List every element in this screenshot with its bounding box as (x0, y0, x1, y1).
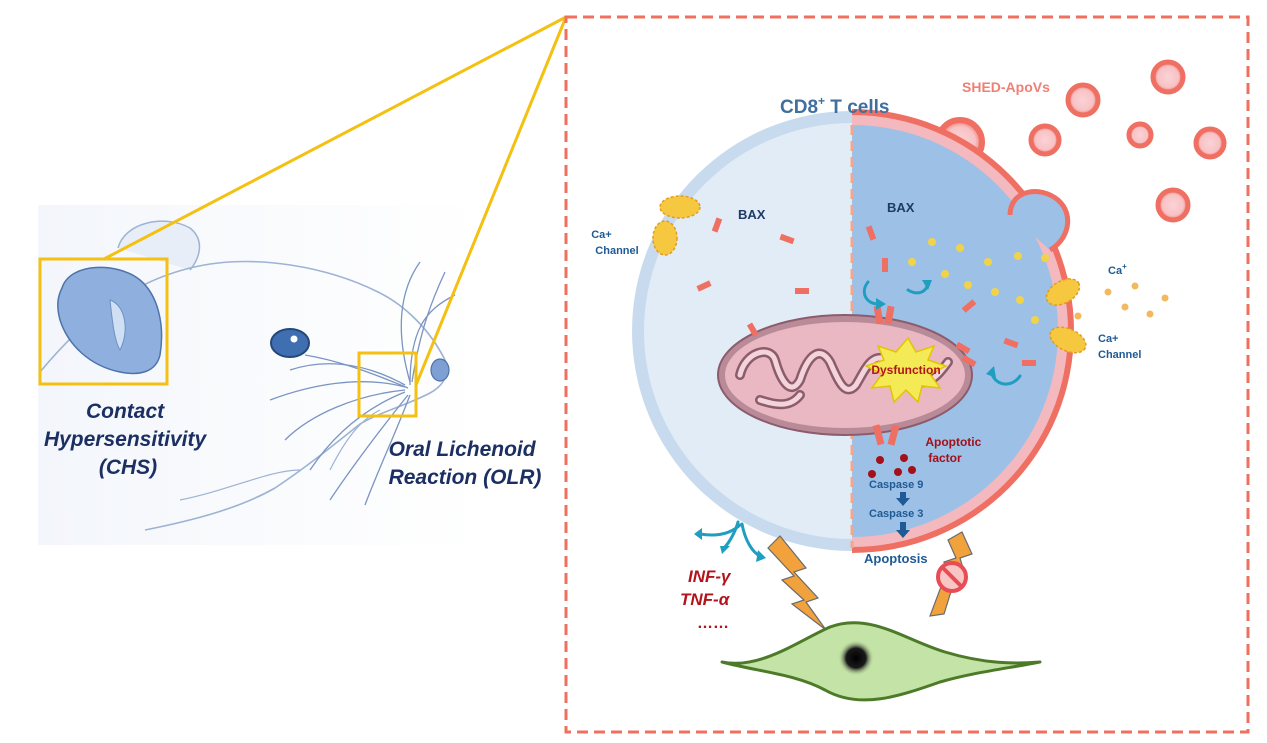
bax-rod (1022, 360, 1036, 366)
inhibition-icon (936, 561, 968, 593)
mouse-eye (270, 328, 310, 358)
bax-label-right: BAX (887, 200, 915, 215)
bax-pore (872, 424, 885, 446)
ca-ion-label: Ca+ (1108, 262, 1127, 277)
calcium-ions (908, 238, 1049, 324)
bax-rod (711, 217, 723, 233)
apoptotic-factor-dots (868, 454, 916, 478)
vesicle (1126, 121, 1154, 149)
mouse-illustration (38, 205, 478, 545)
channel-label-right: Ca+ Channel (1098, 333, 1141, 361)
vesicle (1193, 126, 1227, 160)
vesicle (1155, 187, 1191, 223)
target-cell (720, 621, 1042, 702)
bax-rod (1003, 337, 1019, 349)
caspase-arrows (896, 492, 910, 538)
zoom-line-top (103, 15, 567, 261)
bax-rod (696, 280, 712, 292)
bax-rod (961, 354, 977, 368)
bax-rod (955, 341, 971, 355)
ca-channel (1045, 278, 1081, 306)
ca-channel (652, 220, 678, 256)
mouse-ear (57, 266, 163, 375)
bax-proteins (696, 217, 1036, 446)
mouse-cheek-line (329, 409, 381, 471)
mouse-whiskers (269, 261, 456, 506)
bax-pore (887, 424, 900, 446)
bax-pore (873, 305, 884, 325)
apoptosis-label: Apoptosis (864, 551, 928, 566)
bax-label-left: BAX (738, 207, 766, 222)
membrane-bud (1007, 189, 1071, 253)
bax-rod (865, 225, 877, 241)
ca-channels (652, 195, 1087, 354)
bax-rod (882, 258, 888, 272)
cytokine-ifn-label: INF-γ (688, 567, 732, 586)
channel-label-left: Ca+ Channel (591, 229, 638, 257)
bax-rod (795, 288, 809, 294)
mouse-nose (430, 358, 450, 382)
cytokine-more-label: …… (697, 615, 729, 632)
flow-arrowheads (694, 280, 996, 562)
calcium-ions-outside (1074, 282, 1169, 320)
cytokine-tnf-label: TNF-α (680, 590, 731, 609)
cell-title: CD8+ T cells (780, 94, 889, 118)
zoom-line-bottom (414, 16, 568, 386)
ca-channel (1049, 326, 1087, 354)
mouse-background (38, 205, 478, 545)
bax-rod (961, 299, 977, 313)
olr-label: Oral Lichenoid Reaction (OLR) (389, 438, 542, 489)
apovs-label: SHED-ApoVs (962, 79, 1050, 95)
bax-pore (884, 305, 895, 325)
vesicle (1065, 82, 1101, 118)
dysfunction-burst (864, 336, 948, 404)
mouse-eye-highlight (290, 335, 298, 343)
zoom-frame (564, 15, 1250, 734)
target-cell-nucleus (838, 640, 874, 676)
chs-highlight-box (38, 257, 169, 386)
vesicle (1028, 123, 1062, 157)
apoptotic-factor-label: Apoptotic factor (925, 435, 984, 465)
caspase9-label: Caspase 9 (869, 479, 923, 491)
apovs-vesicles (935, 59, 1227, 223)
caspase3-label: Caspase 3 (869, 508, 923, 520)
chs-label: Contact Hypersensitivity (CHS) (44, 400, 212, 479)
vesicle (1150, 59, 1186, 95)
ca-channel (659, 195, 701, 219)
dysfunction-label: Dysfunction (871, 363, 940, 377)
mouse-back-ear (117, 220, 201, 271)
mouse-ear-inner (109, 299, 126, 352)
bax-rod (746, 322, 759, 337)
lightning-bolt-left (767, 535, 827, 631)
bax-rod (779, 233, 795, 245)
cd8-cell-left-half (632, 111, 852, 551)
mouse-jaw-line (179, 469, 301, 501)
